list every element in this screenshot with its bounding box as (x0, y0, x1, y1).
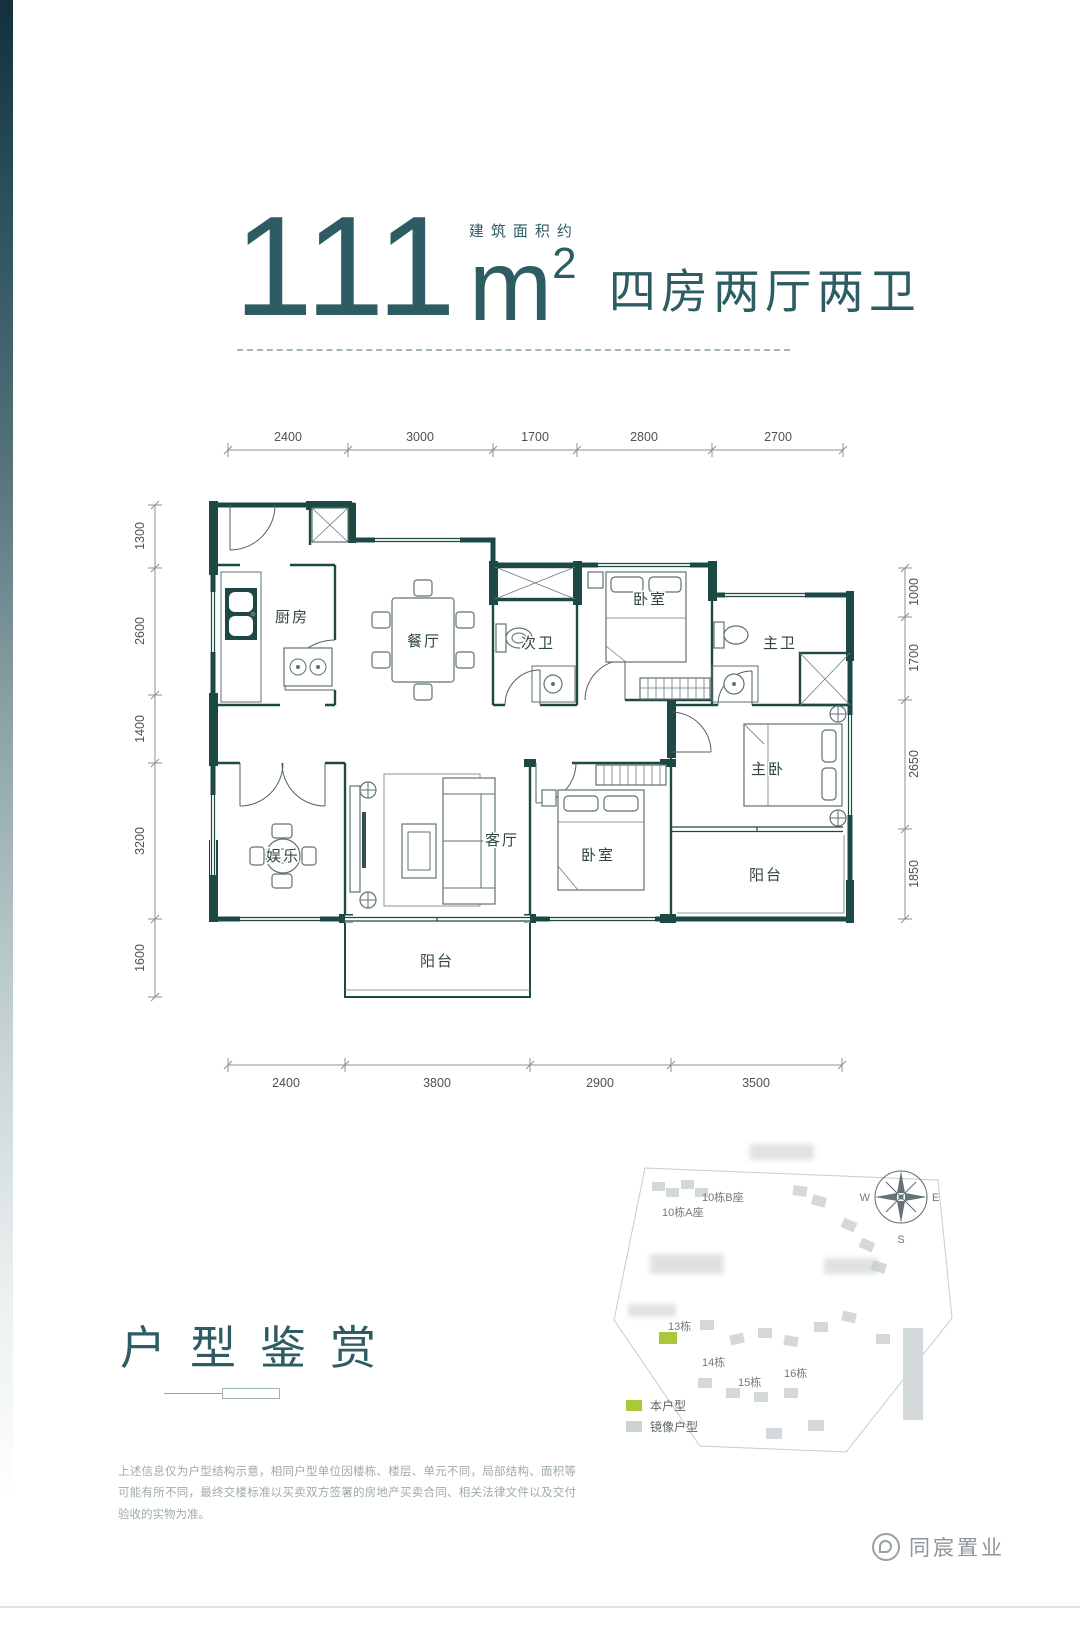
legend-label-mirror-unit: 镜像户型 (650, 1419, 698, 1434)
room-label-bath2: 次卫 (521, 635, 555, 652)
dashed-divider (237, 349, 790, 351)
brand-footer: 同宸置业 (872, 1532, 1005, 1562)
dim-left-1: 1300 (133, 522, 147, 550)
dimension-right: 1000 1700 2650 1850 (898, 563, 921, 924)
page-edge-gradient (0, 0, 13, 1634)
compass-south-label: S (897, 1234, 904, 1246)
dim-right-2: 1700 (907, 644, 921, 672)
dim-top-3: 1700 (521, 430, 549, 444)
building-label-10b: 10栋B座 (702, 1190, 744, 1204)
dining-furniture (371, 579, 475, 701)
area-unit: m (468, 229, 553, 342)
area-note: 建筑面积约 (468, 222, 579, 240)
entertainment-furniture (249, 823, 317, 889)
building-label-10a: 10栋A座 (662, 1205, 704, 1219)
dim-bottom-1: 2400 (272, 1076, 300, 1090)
dim-right-3: 2650 (907, 750, 921, 778)
dimension-left: 1300 2600 1400 3200 1600 (133, 500, 162, 1002)
header: 111 建筑面积约 m 2 四房两厅两卫 (234, 187, 921, 346)
dim-left-4: 3200 (133, 827, 147, 855)
legend-label-this-unit: 本户型 (650, 1398, 686, 1413)
dim-top-5: 2700 (764, 430, 792, 444)
area-value: 111 (234, 187, 459, 346)
section-title: 户型鉴赏 (120, 1322, 400, 1374)
building-label-14: 14栋 (702, 1355, 725, 1369)
room-label-bedroom-bottom: 卧室 (581, 847, 615, 864)
bedroom-bottom-furniture (541, 764, 667, 891)
layout-description: 四房两厅两卫 (608, 264, 921, 318)
bedroom-top-furniture (587, 571, 711, 700)
site-legend: 本户型 镜像户型 (626, 1398, 698, 1434)
building-label-13: 13栋 (668, 1319, 691, 1333)
compass-icon: W E S (860, 1170, 939, 1246)
kitchen-fixtures (220, 507, 349, 703)
compass-west-label: W (860, 1192, 871, 1204)
legend-swatch-this-unit (626, 1400, 642, 1411)
dim-bottom-4: 3500 (742, 1076, 770, 1090)
dim-left-5: 1600 (133, 944, 147, 972)
room-label-balcony-bottom: 阳台 (420, 953, 454, 970)
dim-bottom-2: 3800 (423, 1076, 451, 1090)
room-label-kitchen: 厨房 (275, 609, 309, 626)
balcony-right-rails (677, 835, 845, 914)
brand-name: 同宸置业 (909, 1537, 1005, 1560)
dimension-bottom: 2400 3800 2900 3500 (223, 1058, 847, 1090)
site-buildings (652, 1180, 923, 1439)
bath2-fixtures (495, 623, 576, 703)
area-superscript: 2 (552, 238, 577, 288)
legend-swatch-mirror-unit (626, 1421, 642, 1432)
building-label-15: 15栋 (738, 1375, 761, 1389)
room-label-entertainment: 娱乐 (266, 848, 300, 865)
site-map: 10栋B座 10栋A座 13栋 14栋 15栋 16栋 (613, 1144, 953, 1453)
room-label-balcony-right: 阳台 (749, 867, 783, 884)
compass-east-label: E (932, 1192, 939, 1204)
dim-left-3: 1400 (133, 715, 147, 743)
room-label-living: 客厅 (485, 832, 519, 849)
brand-logo-icon (872, 1533, 900, 1561)
room-label-dining: 餐厅 (407, 633, 441, 650)
title-decoration-box (222, 1388, 280, 1399)
living-furniture (349, 773, 496, 909)
bath-master-fixtures (711, 621, 759, 703)
disclaimer-text: 上述信息仅为户型结构示意，相同户型单位因楼栋、楼层、单元不同，局部结构、面积等可… (118, 1466, 576, 1521)
dimension-top: 2400 3000 1700 2800 2700 (223, 430, 848, 457)
dim-top-4: 2800 (630, 430, 658, 444)
dim-top-2: 3000 (406, 430, 434, 444)
room-label-bedroom-top: 卧室 (633, 591, 667, 608)
room-label-bedroom-master: 主卧 (751, 761, 785, 778)
dim-top-1: 2400 (274, 430, 302, 444)
building-label-16: 16栋 (784, 1366, 807, 1380)
page-bottom-edge (0, 1606, 1080, 1608)
dim-right-1: 1000 (907, 578, 921, 606)
dim-left-2: 2600 (133, 617, 147, 645)
room-label-bath-master: 主卫 (763, 635, 797, 652)
dim-right-4: 1850 (907, 860, 921, 888)
floorplan-doors (229, 504, 753, 807)
dim-bottom-3: 2900 (586, 1076, 614, 1090)
room-labels: 厨房 餐厅 次卫 卧室 主卫 主卧 娱乐 客厅 卧室 阳台 阳台 (264, 590, 797, 972)
bedroom-master-furniture (743, 705, 847, 827)
area-unit-block: 建筑面积约 m 2 (468, 220, 579, 342)
highlighted-building (659, 1332, 677, 1344)
floorplan-windows (210, 537, 853, 923)
